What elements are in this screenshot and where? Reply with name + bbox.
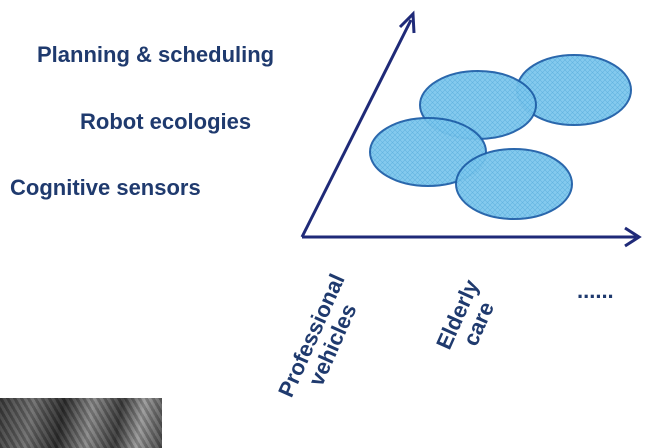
label-more-ellipsis: ...... xyxy=(577,278,614,303)
label-cognitive-sensors: Cognitive sensors xyxy=(10,175,201,200)
x-axis-arrowhead xyxy=(624,226,642,248)
blob-sensors-left xyxy=(369,117,487,187)
y-axis-arrowhead xyxy=(398,10,416,34)
label-planning-scheduling: Planning & scheduling xyxy=(37,42,275,67)
y-axis xyxy=(300,19,413,238)
label-robot-ecologies: Robot ecologies xyxy=(80,109,252,134)
photo-thumbnail xyxy=(0,398,162,448)
blob-sensors-right xyxy=(455,148,573,220)
